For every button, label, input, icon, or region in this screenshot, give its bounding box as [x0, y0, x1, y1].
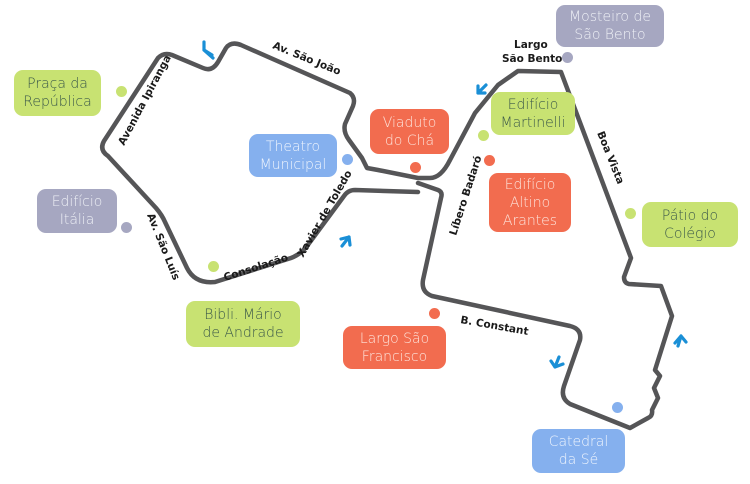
poi-edificio-italia[interactable]: Edifício Itália — [37, 189, 117, 233]
direction-arrow-up-icon — [673, 334, 688, 348]
poi-edificio-altino-arantes-marker[interactable] — [484, 155, 495, 166]
direction-arrow-up-right-icon — [339, 235, 352, 248]
poi-edificio-italia-label: Edifício Itália — [51, 194, 103, 228]
poi-edificio-martinelli-label: Edifício Martinelli — [500, 96, 566, 131]
poi-largo-sao-francisco-marker[interactable] — [429, 308, 440, 319]
street-consolacao: Consolação — [222, 252, 290, 284]
street-largo-sao-bento-line2: São Bento — [502, 53, 562, 65]
poi-edificio-martinelli-marker[interactable] — [478, 130, 489, 141]
poi-patio-do-colegio-marker[interactable] — [625, 208, 636, 219]
street-xavier-de-toledo: Xavier de Toledo — [295, 168, 355, 259]
poi-largo-sao-francisco[interactable]: Largo São Francisco — [343, 326, 446, 369]
street-largo-sao-bento-line1: Largo — [514, 39, 548, 51]
poi-catedral-da-se-marker[interactable] — [612, 402, 623, 413]
poi-catedral-da-se[interactable]: Catedral da Sé — [532, 429, 625, 473]
walking-route — [99, 41, 675, 431]
street-b-constant: B. Constant — [459, 314, 529, 338]
poi-edificio-altino-arantes-label: Edifício Altino Arantes — [502, 176, 558, 229]
poi-theatro-municipal-marker[interactable] — [342, 154, 353, 165]
poi-largo-sao-francisco-label: Largo São Francisco — [359, 330, 430, 365]
street-avenida-ipiranga: Avenida Ipiranga — [116, 53, 174, 147]
poi-praca-da-republica-label: Praça da República — [23, 76, 92, 110]
poi-viaduto-do-cha-label: Viaduto do Chá — [382, 114, 437, 149]
poi-theatro-municipal[interactable]: Theatro Municipal — [249, 134, 337, 177]
poi-theatro-municipal-label: Theatro Municipal — [259, 138, 327, 173]
poi-patio-do-colegio-label: Pátio do Colégio — [661, 207, 719, 242]
poi-viaduto-do-cha-marker[interactable] — [410, 162, 421, 173]
poi-praca-da-republica-marker[interactable] — [116, 86, 127, 97]
street-libero-badaro: Líbero Badaró — [447, 154, 484, 237]
poi-bibli-mario-de-andrade-label: Bibli. Mário de Andrade — [202, 307, 284, 341]
direction-arrow-down-left-icon — [476, 83, 488, 95]
poi-bibli-mario-de-andrade[interactable]: Bibli. Mário de Andrade — [186, 301, 300, 347]
poi-bibli-mario-de-andrade-marker[interactable] — [208, 261, 219, 272]
poi-patio-do-colegio[interactable]: Pátio do Colégio — [642, 202, 738, 247]
poi-catedral-da-se-label: Catedral da Sé — [548, 434, 609, 468]
poi-praca-da-republica[interactable]: Praça da República — [14, 70, 101, 116]
poi-edificio-italia-marker[interactable] — [121, 222, 132, 233]
poi-mosteiro-de-sao-bento[interactable]: Mosteiro de São Bento — [556, 5, 664, 47]
poi-edificio-martinelli[interactable]: Edifício Martinelli — [491, 92, 575, 135]
direction-arrow-up-left-icon — [202, 40, 215, 60]
poi-mosteiro-de-sao-bento-marker[interactable] — [562, 52, 573, 63]
poi-edificio-altino-arantes[interactable]: Edifício Altino Arantes — [489, 173, 571, 232]
poi-viaduto-do-cha[interactable]: Viaduto do Chá — [370, 109, 449, 154]
direction-arrow-down-left-icon — [549, 355, 565, 369]
poi-mosteiro-de-sao-bento-label: Mosteiro de São Bento — [569, 9, 651, 43]
